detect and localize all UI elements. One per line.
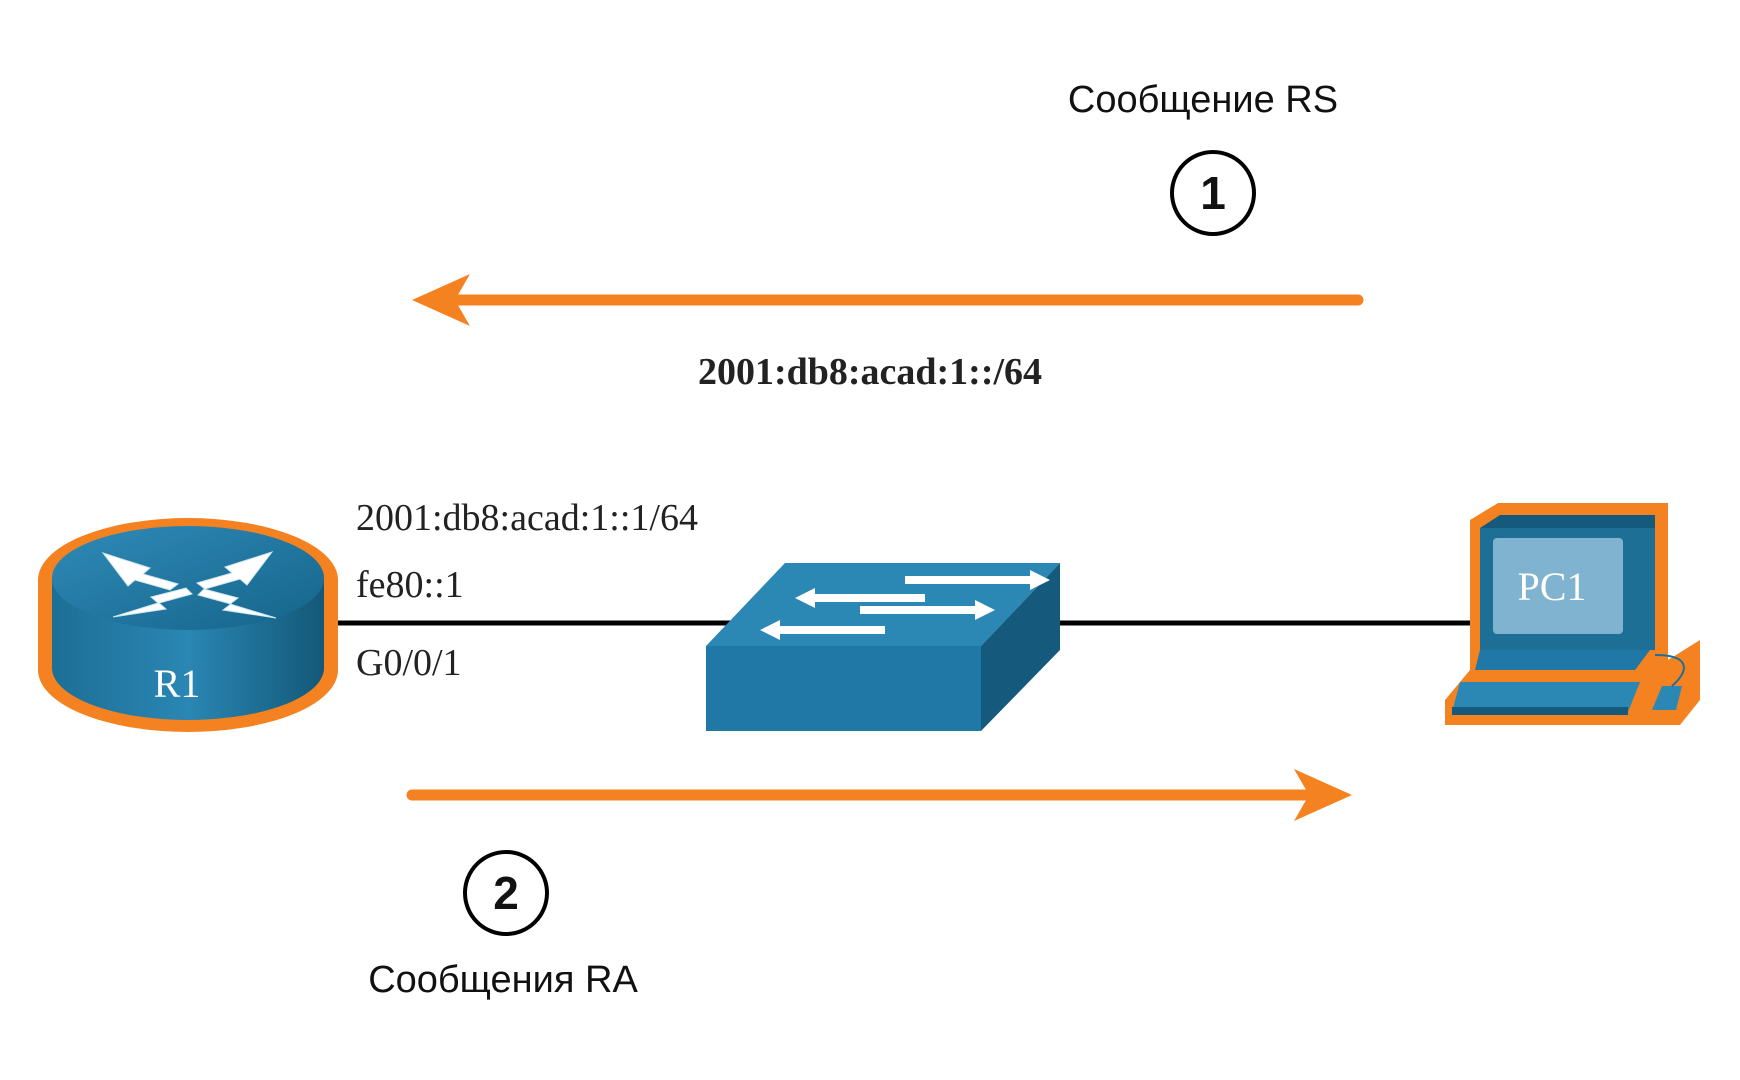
- step-1-number: 1: [1200, 167, 1226, 219]
- router-icon[interactable]: R1: [38, 518, 338, 732]
- router-link-local-address: fe80::1: [356, 564, 464, 606]
- rs-arrow: [412, 274, 1364, 326]
- ra-arrow: [406, 769, 1352, 821]
- router-global-address: 2001:db8:acad:1::1/64: [356, 497, 698, 539]
- step-2-number: 2: [493, 867, 519, 919]
- pc-name: PC1: [1518, 564, 1587, 609]
- pc-icon[interactable]: PC1: [1445, 503, 1700, 725]
- step-1-badge: 1: [1170, 150, 1256, 236]
- step-2-badge: 2: [463, 850, 549, 936]
- router-interface-label: G0/0/1: [356, 642, 462, 684]
- switch-icon[interactable]: [706, 563, 1060, 731]
- router-name: R1: [154, 661, 201, 706]
- step-1-label: Сообщение RS: [1068, 79, 1338, 121]
- prefix-label: 2001:db8:acad:1::/64: [698, 351, 1042, 393]
- step-2-label: Сообщения RA: [368, 959, 638, 1001]
